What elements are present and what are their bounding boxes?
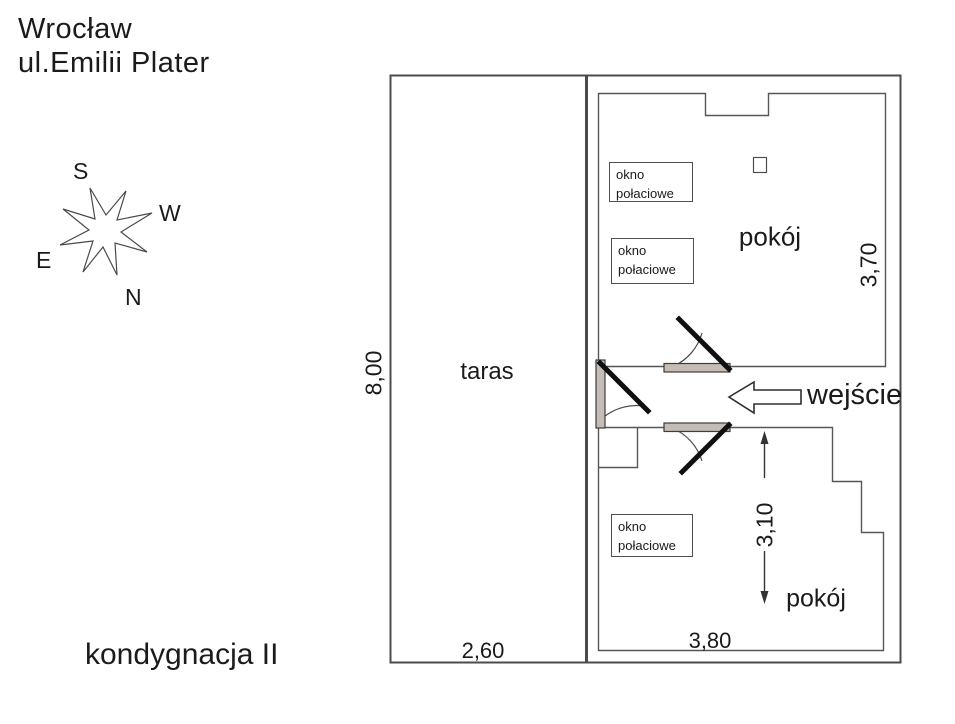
lower-room-closet-notch xyxy=(598,427,639,469)
dimension-arrow-down xyxy=(760,551,769,604)
door-lower-threshold xyxy=(663,422,731,433)
title-city: Wrocław xyxy=(18,13,133,45)
door-upper xyxy=(663,315,733,373)
floor-level-label: kondygnacja II xyxy=(85,638,279,671)
compass-label-e: E xyxy=(36,247,52,273)
upper-room-label: pokój xyxy=(738,221,802,252)
compass-label-s: S xyxy=(73,158,89,184)
door-left xyxy=(595,359,652,429)
roof-window-box-3: okno połaciowe xyxy=(611,514,693,557)
compass-star-icon xyxy=(59,187,153,276)
roof-window-box-2: okno połaciowe xyxy=(611,238,694,284)
door-upper-leaf xyxy=(675,315,733,373)
door-left-jamb xyxy=(595,359,606,429)
title-street: ul.Emilii Plater xyxy=(18,47,210,79)
building-outline xyxy=(389,74,902,664)
dim-terrace-height: 8,00 xyxy=(360,350,387,396)
dim-lower-room-depth: 3,10 xyxy=(751,502,778,548)
dim-lower-room-width: 3,80 xyxy=(688,628,732,653)
dimension-arrow-up xyxy=(760,431,769,478)
door-lower xyxy=(663,421,733,476)
terrace-label: taras xyxy=(460,358,514,385)
door-left-leaf xyxy=(596,359,652,415)
door-upper-threshold xyxy=(663,362,731,373)
door-left-swing-arc xyxy=(604,404,645,417)
compass-label-n: N xyxy=(125,284,142,310)
small-square-marker xyxy=(752,156,768,174)
upper-room-outline xyxy=(597,92,887,368)
lower-room-outline xyxy=(597,426,885,652)
compass-label-w: W xyxy=(159,200,181,226)
entrance-label: wejście xyxy=(807,379,903,411)
page-title: Wrocław ul.Emilii Plater xyxy=(18,12,210,80)
door-lower-leaf xyxy=(678,421,733,476)
roof-window-box-1: okno połaciowe xyxy=(609,162,693,202)
entrance-arrow-icon xyxy=(727,380,802,415)
dim-upper-room-depth: 3,70 xyxy=(855,242,882,288)
lower-room-label: pokój xyxy=(786,584,846,613)
dim-terrace-width: 2,60 xyxy=(461,638,505,663)
